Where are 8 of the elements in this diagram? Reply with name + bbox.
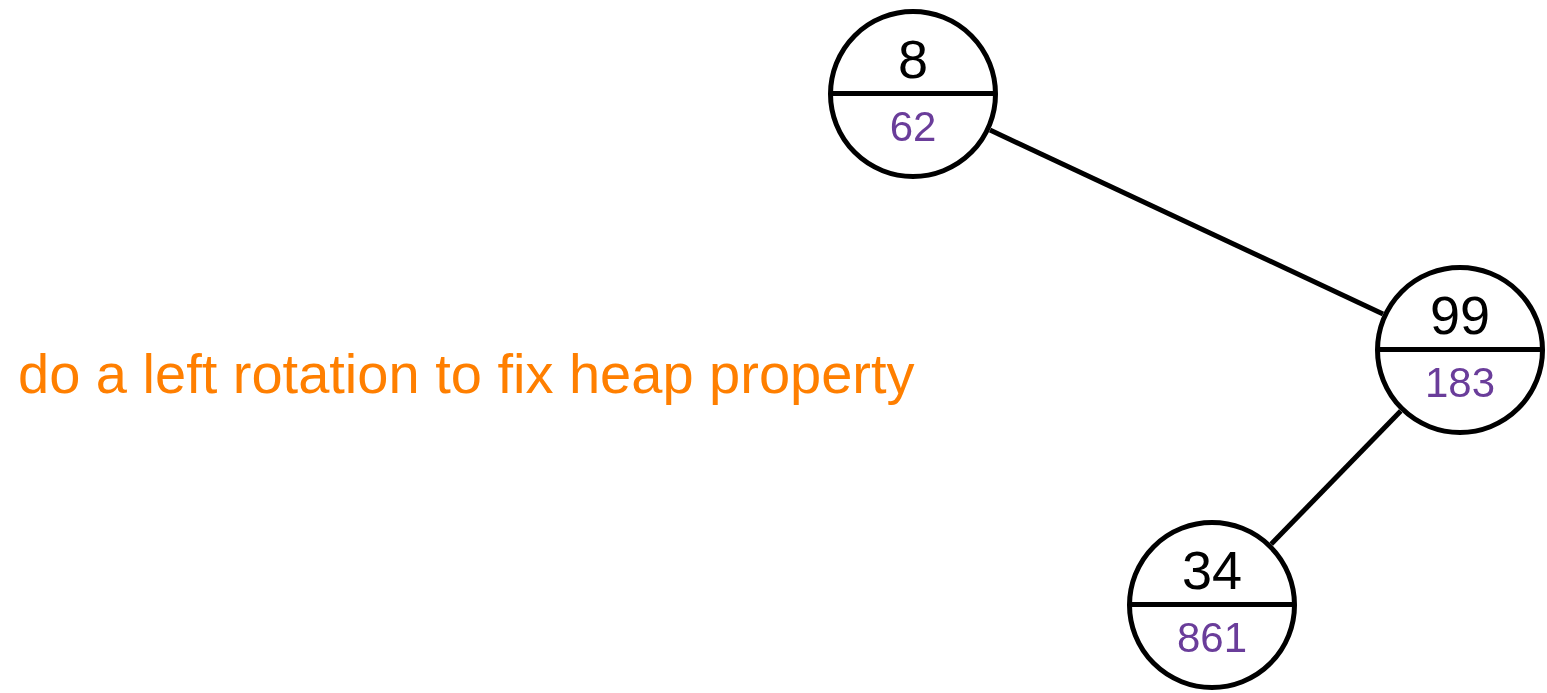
node-priority: 183 <box>1424 362 1496 404</box>
node-priority: 861 <box>1176 617 1248 659</box>
connector-line <box>1269 409 1403 546</box>
node-key: 99 <box>1429 288 1491 342</box>
node-key: 8 <box>898 32 928 86</box>
node-priority: 62 <box>889 106 937 148</box>
node-key: 34 <box>1181 543 1243 597</box>
connector-line <box>988 127 1385 317</box>
